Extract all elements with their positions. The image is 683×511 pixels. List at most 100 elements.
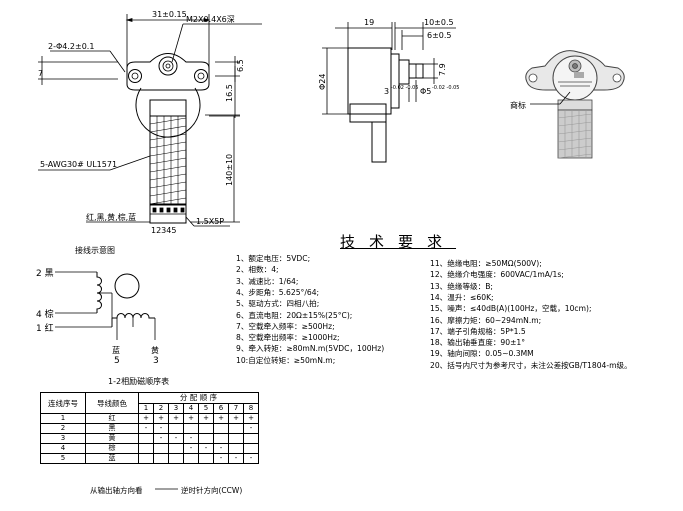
wire-3-number: 3	[153, 356, 159, 366]
header-distribution: 分 配 顺 序	[138, 392, 259, 404]
sequence-cell	[198, 433, 214, 444]
spec-item: 16、摩擦力矩：60~294mN.m;	[430, 315, 542, 325]
dim-7: 7	[38, 69, 43, 78]
sequence-cell	[153, 453, 169, 464]
row-color: 黄	[85, 433, 139, 444]
sequence-cell	[153, 443, 169, 454]
sequence-cell: -	[243, 453, 259, 464]
dim-6: 6±0.5	[427, 31, 452, 40]
wire-5-number: 5	[114, 356, 120, 366]
sequence-cell: +	[183, 413, 199, 424]
header-step: 6	[213, 402, 229, 414]
row-number: 2	[40, 423, 86, 434]
dim-6-5: 6.5	[236, 59, 245, 72]
sequence-cell: -	[168, 433, 184, 444]
dim-10: 10±0.5	[424, 18, 454, 27]
sequence-cell: +	[138, 413, 154, 424]
sequence-cell: -	[138, 423, 154, 434]
sequence-cell: -	[228, 453, 244, 464]
spec-item: 3、减速比：1/64;	[236, 276, 299, 286]
header-step: 7	[228, 402, 244, 414]
row-color: 黑	[85, 423, 139, 434]
brand-label: 商标	[510, 100, 526, 110]
spec-item: 9、牵入转矩：≥80mN.m(5VDC，100Hz)	[236, 344, 385, 354]
sequence-cell	[243, 433, 259, 444]
row-number: 3	[40, 433, 86, 444]
sequence-cell: +	[213, 413, 229, 424]
spec-item: 6、直流电阻：20Ω±15%(25°C);	[236, 310, 353, 320]
sequence-cell: +	[153, 413, 169, 424]
dim-lead-wire: 5-AWG30# UL1571	[40, 160, 117, 169]
header-step: 8	[243, 402, 259, 414]
sequence-cell: -	[243, 423, 259, 434]
wire-2-label: 2 黑	[36, 268, 54, 279]
sequence-cell	[228, 433, 244, 444]
sequence-cell: -	[153, 423, 169, 434]
sequence-cell	[138, 433, 154, 444]
spec-item: 5、驱动方式：四相八拍;	[236, 299, 320, 309]
wire-3-name: 黄	[151, 345, 159, 355]
spec-item: 12、绝缘介电强度：600VAC/1mA/1s;	[430, 270, 564, 280]
table-footer-left: 从输出轴方向看	[90, 486, 143, 495]
sequence-cell: +	[228, 413, 244, 424]
header-seq: 连线序号	[40, 392, 86, 414]
dim-phi-24: Φ24	[318, 74, 327, 90]
spec-item: 19、轴向间隙：0.05~0.3MM	[430, 349, 534, 359]
sequence-cell	[213, 423, 229, 434]
spec-title: 技术要求	[340, 233, 457, 251]
dim-31: 31±0.15	[152, 10, 187, 19]
dim-140: 140±10	[225, 154, 234, 186]
sequence-cell: -	[198, 443, 214, 454]
sequence-cell	[198, 453, 214, 464]
dim-hole: 2-Φ4.2±0.1	[48, 42, 94, 51]
wire-5-name: 蓝	[112, 345, 120, 355]
sequence-cell: -	[213, 453, 229, 464]
spec-item: 8、空载牵出频率：≥1000Hz;	[236, 333, 340, 343]
spec-item: 2、相数：4;	[236, 265, 279, 275]
spec-item: 10:自定位转矩：≥50mN.m;	[236, 355, 336, 365]
dim-19: 19	[364, 18, 374, 27]
spec-item: 18、输出轴垂直度：90±1°	[430, 338, 526, 348]
spec-item: 20、括号内尺寸为参考尺寸，未注公差按GB/T1804-m级。	[430, 360, 632, 370]
sequence-cell: -	[183, 433, 199, 444]
table-footer-right: 逆时针方向(CCW)	[181, 486, 243, 495]
spec-item: 14、温升：≤60K;	[430, 292, 494, 302]
sequence-cell	[228, 423, 244, 434]
dim-pin-numbers: 12345	[151, 226, 176, 235]
row-color: 红	[85, 413, 139, 424]
dim-connector: 1.5X5P	[196, 217, 224, 226]
sequence-cell	[228, 443, 244, 454]
sequence-cell	[183, 423, 199, 434]
sequence-cell	[183, 453, 199, 464]
header-step: 3	[168, 402, 184, 414]
spec-item: 11、绝缘电阻：≥50MΩ(500V);	[430, 259, 542, 268]
dim-3: 3	[384, 87, 389, 96]
dim-3-tol: -0.02 -0.05	[391, 85, 418, 91]
header-step: 1	[138, 402, 154, 414]
sequence-cell: -	[183, 443, 199, 454]
sequence-cell	[168, 453, 184, 464]
sequence-cell: +	[198, 413, 214, 424]
spec-item: 1、额定电压：5VDC;	[236, 254, 311, 263]
dim-5-tol: -0.02 -0.05	[432, 85, 459, 91]
sequence-cell	[138, 443, 154, 454]
header-color: 导线颜色	[85, 392, 139, 414]
sequence-cell	[243, 443, 259, 454]
sequence-cell: -	[153, 433, 169, 444]
dim-16-5: 16.5	[225, 84, 234, 102]
spec-item: 13、绝缘等级：B;	[430, 281, 493, 291]
spec-item: 15、噪声：≤40dB(A)(100Hz，空载，10cm);	[430, 304, 592, 314]
wiring-title: 接线示意图	[75, 245, 115, 255]
spec-item: 4、步距角：5.625°/64;	[236, 287, 320, 297]
sequence-cell	[138, 453, 154, 464]
sequence-cell	[168, 423, 184, 434]
sequence-cell	[168, 443, 184, 454]
dim-wire-colors: 红,黑,黄,棕,蓝	[86, 212, 136, 222]
spec-item: 7、空载牵入频率：≥500Hz;	[236, 321, 335, 331]
